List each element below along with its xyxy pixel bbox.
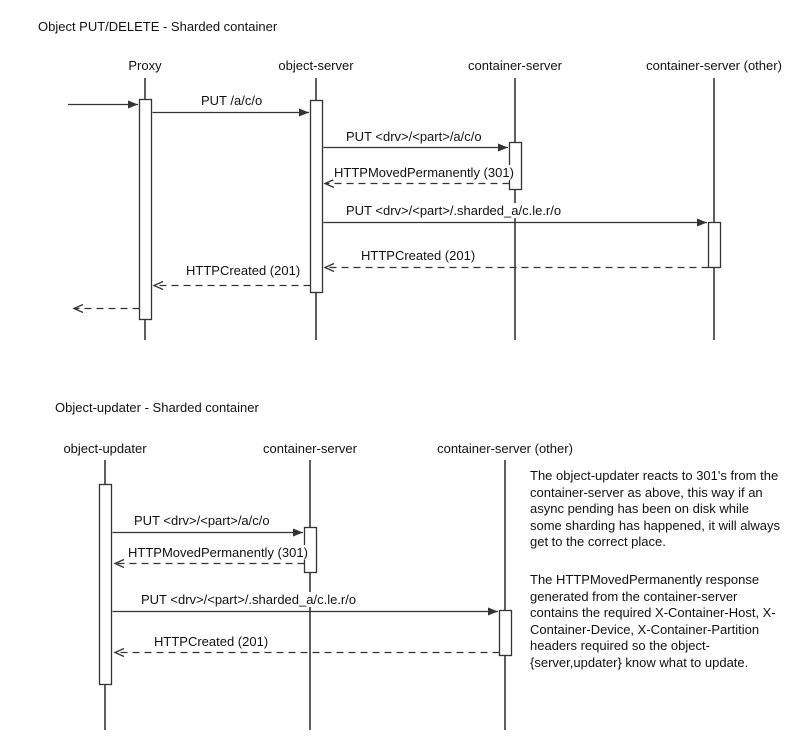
message2-label-put-drv-part-aco: PUT <drv>/<part>/a/c/o: [133, 513, 271, 528]
message-label-put-drv-part-aco: PUT <drv>/<part>/a/c/o: [345, 129, 483, 144]
note-paragraph-2: The HTTPMovedPermanently response genera…: [530, 572, 776, 670]
message2-label-moved-permanently: HTTPMovedPermanently (301): [127, 545, 309, 560]
message-label-moved-permanently: HTTPMovedPermanently (301): [333, 165, 515, 180]
note-paragraph-1: The object-updater reacts to 301's from …: [530, 468, 781, 549]
message2-label-created-201: HTTPCreated (201): [153, 634, 270, 649]
lifeline-label-object-updater: object-updater: [63, 441, 147, 456]
lifeline-label-container-server-2: container-server: [263, 441, 357, 456]
activation-object-updater: [98, 483, 113, 686]
diagram1-title: Object PUT/DELETE - Sharded container: [38, 19, 278, 34]
lifeline-label-container-server-other: container-server (other): [646, 58, 782, 73]
lifeline-label-object-server: object-server: [278, 58, 354, 73]
lifeline-label-container-server-other-2: container-server (other): [437, 441, 573, 456]
message-label-put-sharded: PUT <drv>/<part>/.sharded_a/c.le.r/o: [345, 203, 563, 218]
message2-label-put-sharded: PUT <drv>/<part>/.sharded_a/c.le.r/o: [140, 592, 358, 607]
lifeline-label-proxy: Proxy: [128, 58, 162, 73]
activation-container-server-other-2: [498, 609, 513, 657]
message-label-put-aco: PUT /a/c/o: [200, 93, 264, 108]
activation-container-server-other: [707, 221, 722, 269]
message-label-created-201-a: HTTPCreated (201): [360, 248, 477, 263]
activation-proxy: [138, 98, 153, 321]
message-label-created-201-b: HTTPCreated (201): [185, 263, 302, 278]
lifeline-label-container-server: container-server: [468, 58, 562, 73]
diagram2-title: Object-updater - Sharded container: [55, 400, 259, 415]
activation-object-server: [309, 99, 324, 294]
